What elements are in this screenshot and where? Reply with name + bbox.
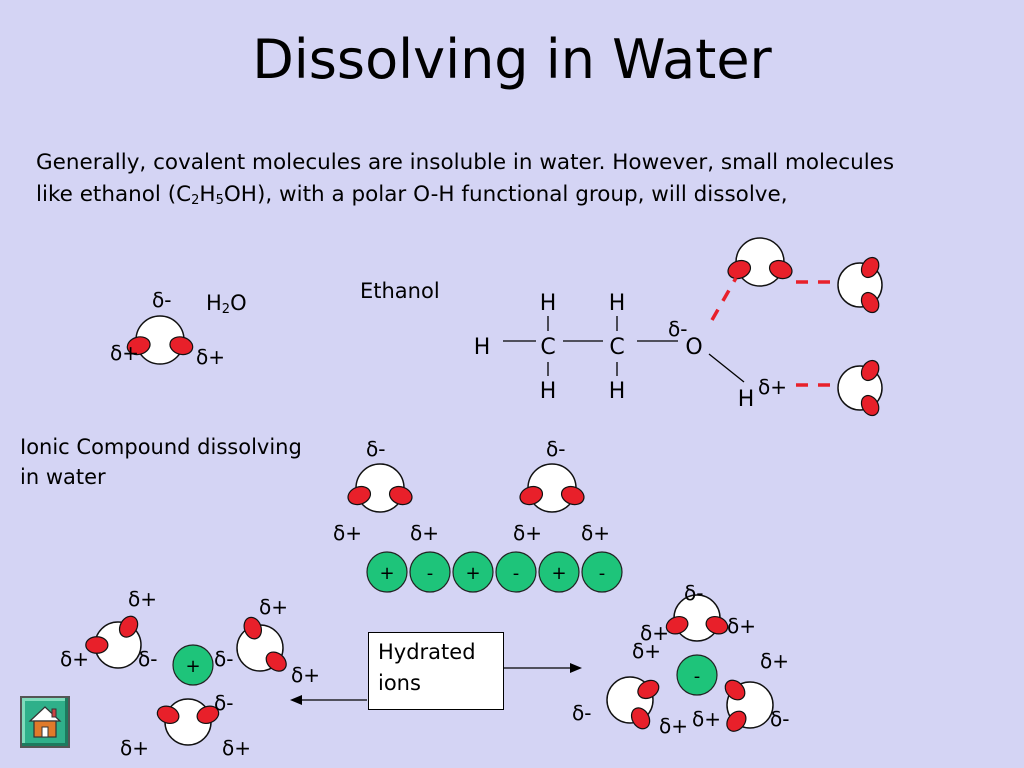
delta-plus-label: δ+ [120, 736, 149, 760]
water-anion-left-hydrogen-2 [630, 707, 651, 730]
ethanol-atom-h: H [474, 335, 491, 360]
water-ethanol-right-top-hydrogen-1 [860, 256, 880, 279]
water-ethanol-top-hydrogen-2 [768, 259, 793, 280]
water-anion-right-hydrogen-1 [724, 679, 746, 701]
delta-minus-label: δ- [366, 437, 385, 461]
hydrated-label-line-2: ions [378, 671, 421, 695]
delta-plus-label: δ+ [333, 521, 362, 545]
delta-minus-label: δ- [214, 691, 233, 715]
home-icon [28, 706, 62, 738]
water-cation-bottom-hydrogen-2 [196, 705, 220, 725]
ionic-label-line-1: Ionic Compound dissolving [20, 435, 302, 459]
lattice-ion [538, 551, 580, 593]
delta-plus-label: δ+ [196, 345, 225, 369]
delta-plus-label: δ+ [640, 621, 669, 645]
water-ethanol-right-top-hydrogen-2 [860, 291, 880, 314]
delta-plus-label: δ+ [659, 714, 688, 738]
arrow-head [570, 663, 582, 673]
delta-minus-label: δ- [684, 581, 703, 605]
delta-plus-label: δ+ [632, 639, 661, 663]
water-cation-right-hydrogen-2 [265, 651, 287, 672]
ethanol-atom-h: H [609, 291, 626, 316]
lattice-ion [366, 551, 408, 593]
water-cation-left-hydrogen-1 [118, 615, 139, 638]
ethanol-atom-h: H [738, 387, 755, 412]
delta-plus-label: δ+ [110, 341, 139, 365]
water-formula-label: H2O [206, 291, 247, 317]
delta-minus-label: δ- [214, 647, 233, 671]
delta-plus-label: δ+ [692, 707, 721, 731]
delta-plus-label: δ+ [222, 736, 251, 760]
lattice-ion-charge: + [551, 563, 566, 584]
hydrated-cation-charge: + [185, 656, 200, 677]
delta-plus-label: δ+ [760, 649, 789, 673]
lattice-ion-charge: - [427, 563, 434, 584]
water-ethanol-right-bottom-hydrogen-2 [860, 394, 880, 417]
water-top-left-hydrogen-2 [169, 336, 194, 356]
water-lattice-right-hydrogen-2 [560, 485, 585, 506]
water-top-left-hydrogen-1 [126, 336, 151, 356]
water-cation-bottom-hydrogen-1 [156, 705, 180, 725]
delta-plus-label: δ+ [513, 521, 542, 545]
intro-line-2: like ethanol (C2H5OH), with a polar O-H … [36, 182, 788, 208]
water-anion-left-hydrogen-1 [637, 679, 660, 700]
water-cation-right-hydrogen-1 [243, 616, 263, 640]
ethanol-atom-c: C [609, 335, 624, 360]
lattice-ion [409, 551, 451, 593]
lattice-ion-charge: + [379, 563, 394, 584]
delta-plus-label: δ+ [758, 375, 787, 399]
delta-plus-label: δ+ [60, 647, 89, 671]
water-anion-top-hydrogen-1 [665, 615, 689, 635]
delta-plus-label: δ+ [259, 595, 288, 619]
delta-minus-label: δ- [546, 437, 565, 461]
hydrated-label-line-1: Hydrated [378, 640, 476, 664]
hydrated-anion [676, 654, 718, 696]
arrow-head [290, 695, 302, 705]
water-lattice-left-hydrogen-1 [347, 485, 372, 506]
water-lattice-right-hydrogen-1 [519, 485, 544, 506]
water-cation-left-hydrogen-2 [85, 636, 109, 654]
delta-plus-label: δ+ [727, 614, 756, 638]
delta-minus-label: δ- [572, 701, 591, 725]
hydrated-ions-box [368, 632, 504, 710]
ethanol-label: Ethanol [360, 279, 440, 303]
lattice-ion [495, 551, 537, 593]
lattice-ion-charge: - [599, 563, 606, 584]
water-ethanol-top-hydrogen-1 [727, 259, 752, 280]
delta-minus-label: δ- [152, 288, 171, 312]
water-anion-top-hydrogen-2 [705, 615, 729, 635]
hydrogen-bond [710, 277, 738, 321]
water-ethanol-right-bottom-hydrogen-1 [860, 359, 880, 382]
lattice-ion [581, 551, 623, 593]
ionic-label-line-2: in water [20, 465, 106, 489]
delta-plus-label: δ+ [291, 663, 320, 687]
ethanol-atom-h: H [609, 379, 626, 404]
lattice-ion-charge: + [465, 563, 480, 584]
home-button[interactable] [20, 696, 70, 748]
hydrated-anion-charge: - [694, 666, 701, 687]
ethanol-atom-c: C [540, 335, 555, 360]
delta-minus-label: δ- [668, 317, 687, 341]
delta-plus-label: δ+ [128, 587, 157, 611]
delta-minus-label: δ- [770, 707, 789, 731]
delta-plus-label: δ+ [410, 521, 439, 545]
lattice-ion-charge: - [513, 563, 520, 584]
delta-plus-label: δ+ [581, 521, 610, 545]
intro-line-1: Generally, covalent molecules are insolu… [36, 150, 895, 175]
ethanol-bond [708, 353, 745, 383]
delta-minus-label: δ- [138, 647, 157, 671]
ethanol-atom-h: H [540, 379, 557, 404]
water-anion-right-hydrogen-2 [726, 710, 747, 732]
slide-title: Dissolving in Water [252, 28, 772, 91]
water-lattice-left-hydrogen-2 [388, 485, 413, 506]
hydrated-cation [172, 644, 214, 686]
lattice-ion [452, 551, 494, 593]
ethanol-atom-h: H [540, 291, 557, 316]
ethanol-atom-o: O [685, 335, 702, 360]
